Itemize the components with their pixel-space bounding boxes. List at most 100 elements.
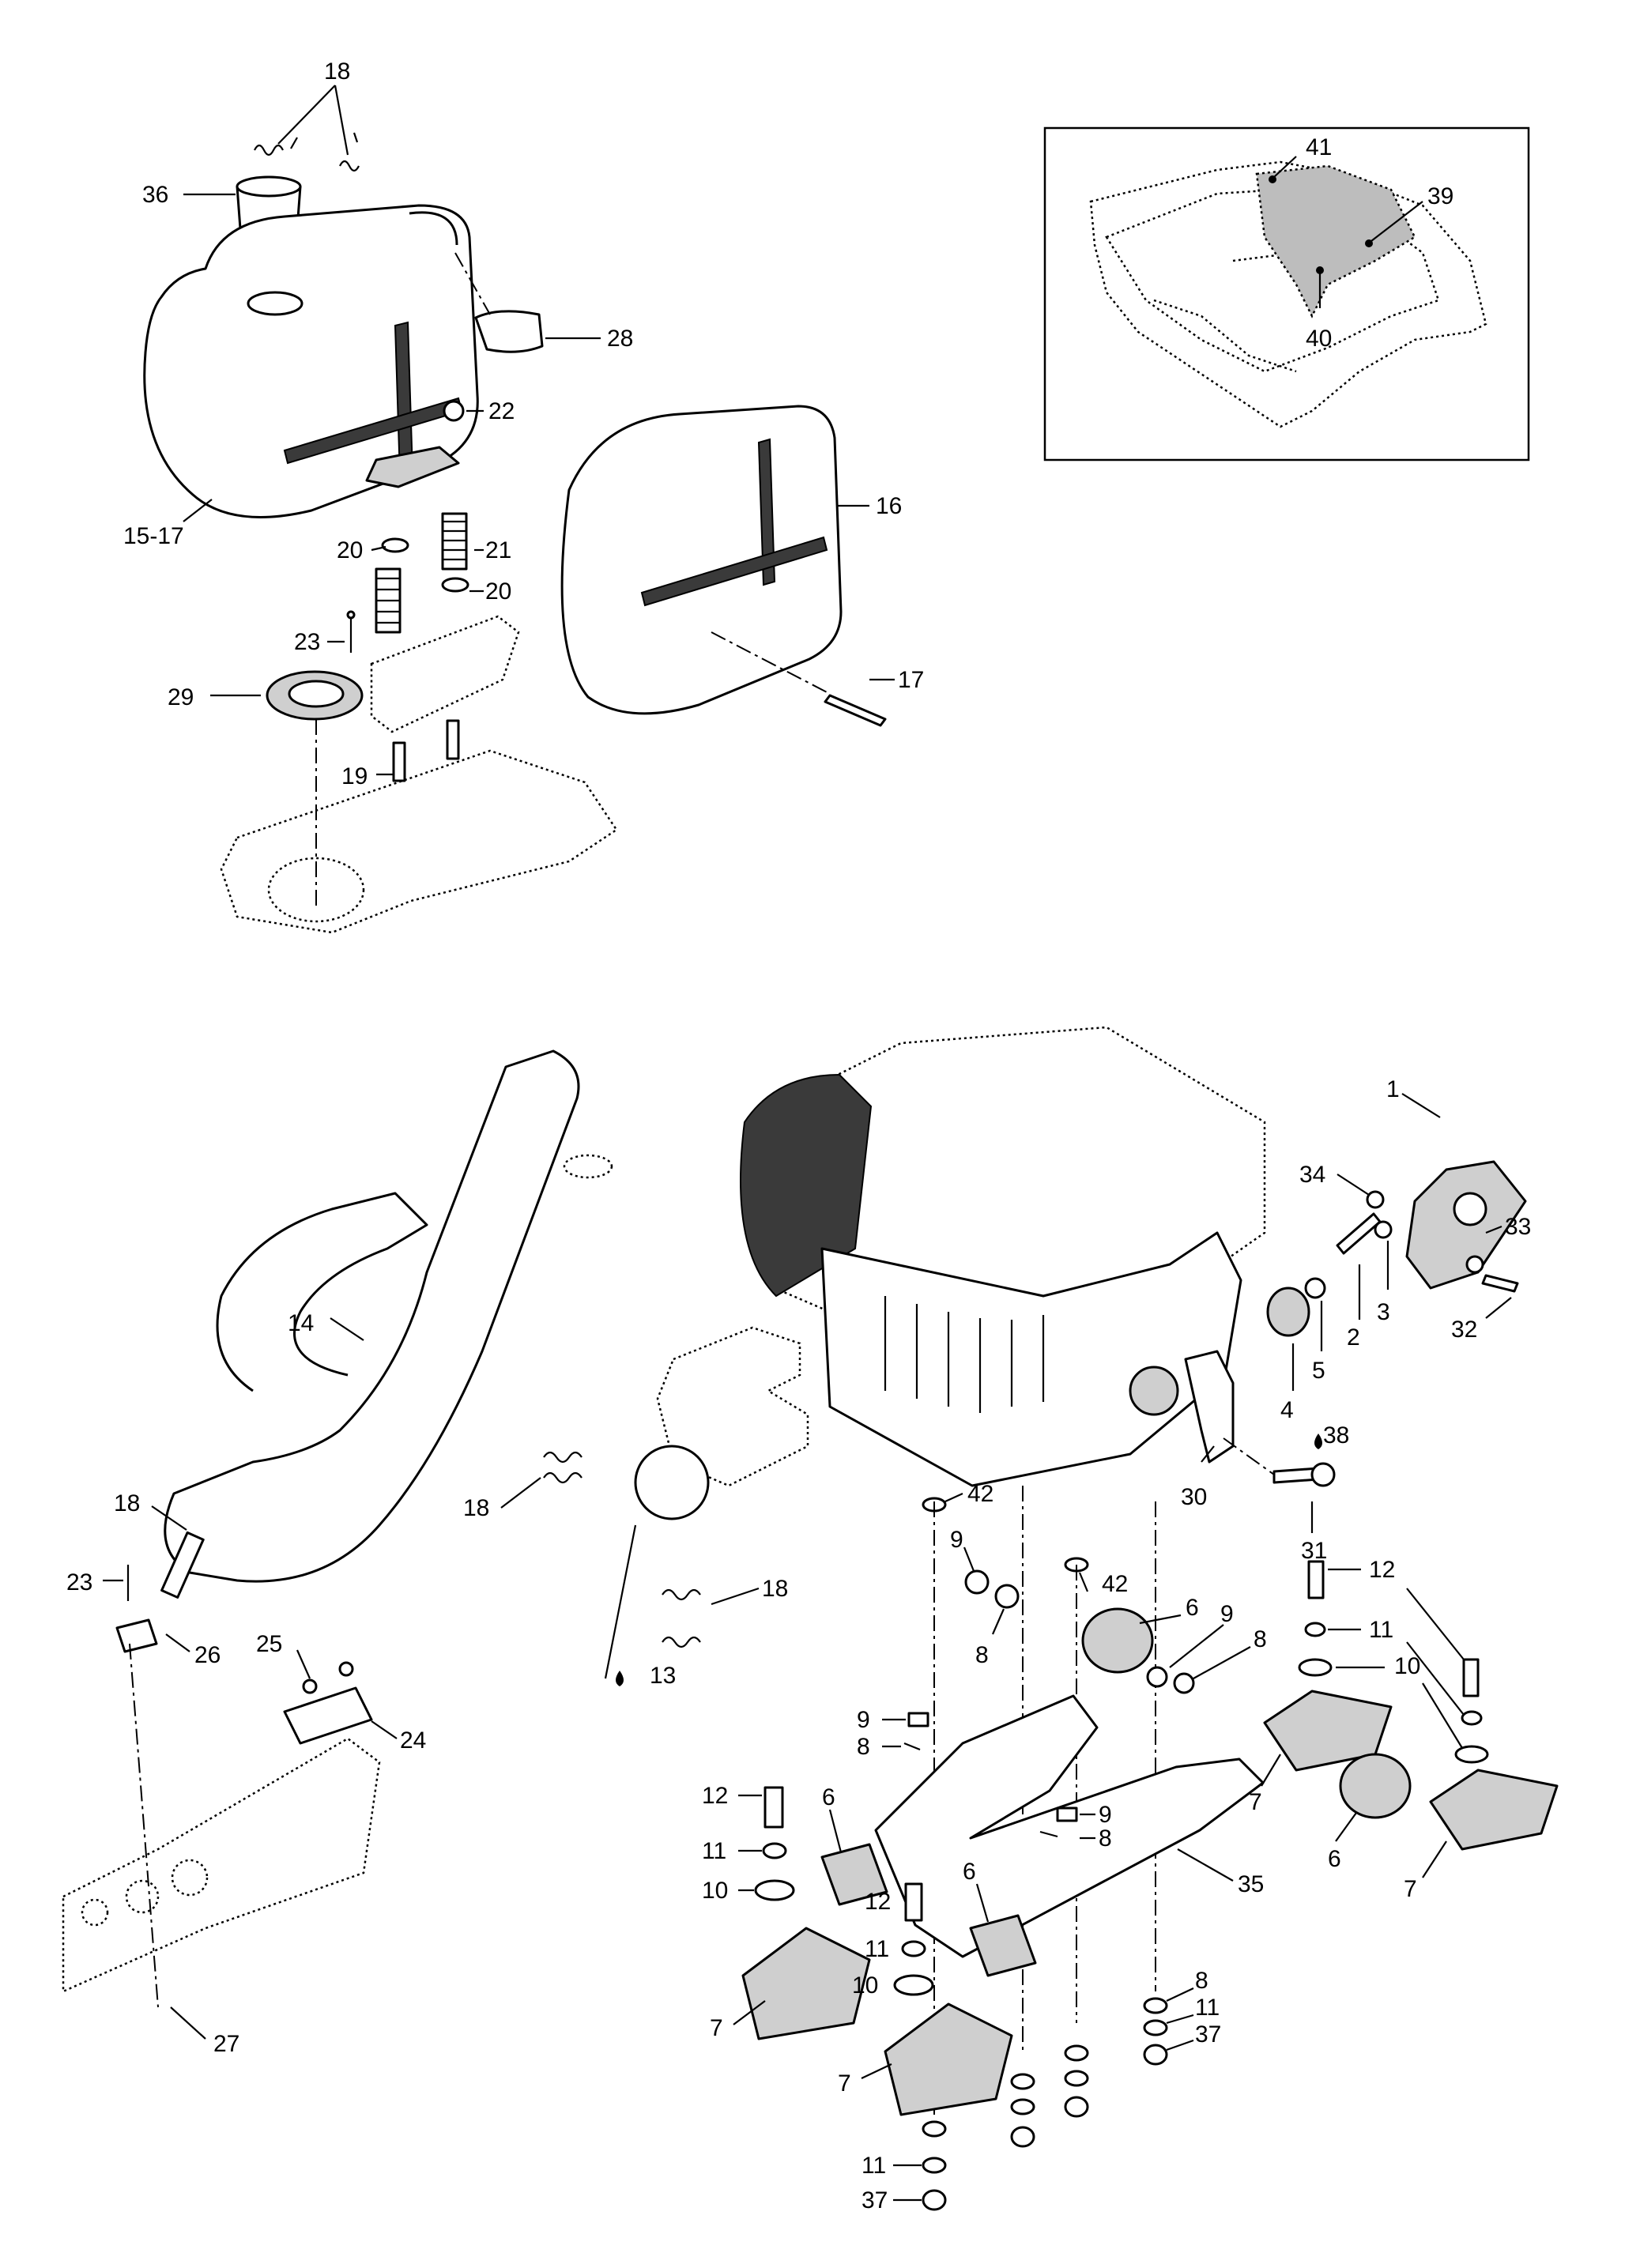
callout-17: 17 [898, 667, 924, 693]
rubber-mount-6d [969, 1914, 1037, 1977]
axis-28 [454, 252, 491, 315]
axis-31 [1223, 1437, 1275, 1475]
callout-10a: 10 [1394, 1653, 1420, 1679]
callout-12a: 12 [1369, 1557, 1395, 1583]
muffler-bracket [370, 615, 520, 733]
callout-24: 24 [400, 1727, 426, 1754]
muffler-clip-28 [474, 310, 544, 353]
leader-18-top [277, 85, 336, 145]
bolt-19 [392, 741, 406, 782]
washer-10c [754, 1879, 795, 1901]
callout-29: 29 [168, 684, 194, 710]
inset-point-40 [1316, 266, 1324, 274]
washer-5 [1304, 1277, 1326, 1299]
washer-11c [762, 1842, 787, 1859]
leader-34 [1337, 1174, 1370, 1196]
callout-27: 27 [213, 2031, 239, 2057]
nut-9d [1056, 1806, 1078, 1822]
nut-stack-center [1010, 2126, 1035, 2148]
callout-11a: 11 [1369, 1617, 1393, 1643]
exhaust-manifold [656, 1326, 809, 1487]
engine-fins [884, 1296, 1045, 1413]
muffler-inlet [247, 291, 304, 316]
callout-8b: 8 [1254, 1626, 1267, 1652]
washer-10a [1298, 1658, 1333, 1677]
callout-42a: 42 [967, 1481, 993, 1507]
leader-39 [1371, 201, 1423, 242]
nut-37-stack-a [1143, 2044, 1168, 2066]
washer-11-stack-a [1143, 2019, 1168, 2036]
leader-27 [170, 2006, 206, 2040]
hull-hole-b [125, 1879, 160, 1914]
leader-32 [1485, 1297, 1512, 1319]
engine-mount-assembly: 1 34 33 32 2 3 4 5 30 31 38 [702, 1026, 1559, 2213]
leader-18-top-b [334, 85, 349, 156]
washer-8e [1143, 1997, 1168, 2014]
bracket-24 [283, 1686, 373, 1745]
callout-7c: 7 [710, 2015, 723, 2041]
callout-7d: 7 [838, 2070, 851, 2097]
callout-33: 33 [1505, 1214, 1531, 1240]
callout-42b: 42 [1102, 1571, 1128, 1597]
callout-39: 39 [1427, 183, 1453, 209]
callout-8d: 8 [1099, 1825, 1112, 1852]
callout-22: 22 [488, 398, 515, 424]
callout-8c: 8 [857, 1734, 870, 1760]
callout-35: 35 [1238, 1871, 1264, 1897]
callout-7a: 7 [1249, 1789, 1262, 1815]
callout-5: 5 [1312, 1358, 1325, 1384]
callout-37a: 37 [1195, 2021, 1221, 2048]
bracket-30 [1184, 1350, 1235, 1464]
washer-10d [893, 1974, 934, 1996]
callout-14: 14 [288, 1310, 314, 1336]
leader-9a [963, 1547, 975, 1572]
leader-42a [944, 1492, 963, 1503]
leader-37a [1166, 2039, 1194, 2051]
floor-hole [267, 857, 365, 923]
stud-2 [1336, 1212, 1382, 1255]
exhaust-pipe-14 [164, 1049, 580, 1583]
callout-15-17: 15-17 [123, 523, 184, 549]
cover-rib-horizontal [640, 536, 828, 607]
bracket-7c [741, 1927, 871, 2040]
screw-25b [338, 1661, 354, 1677]
spring-18-left [160, 1531, 205, 1599]
nut-9c [907, 1712, 929, 1727]
bolt-12a [1307, 1560, 1325, 1599]
leader-18-left [151, 1505, 187, 1531]
callout-6b: 6 [1328, 1846, 1341, 1872]
callout-6c: 6 [822, 1784, 835, 1810]
leader-6d [975, 1883, 990, 1923]
washer-11b [1461, 1710, 1483, 1726]
bracket-7a [1263, 1690, 1393, 1772]
callout-18-left: 18 [114, 1490, 140, 1516]
callout-23-top: 23 [294, 629, 320, 655]
callout-18-mid: 18 [463, 1495, 489, 1521]
callout-9a: 9 [950, 1527, 963, 1553]
callout-32: 32 [1451, 1317, 1477, 1343]
washer-8b [1173, 1672, 1195, 1694]
leader-8a [991, 1608, 1005, 1635]
washer-11d [901, 1940, 926, 1957]
callout-2: 2 [1347, 1324, 1360, 1351]
callout-8e: 8 [1195, 1968, 1208, 1994]
callout-13: 13 [650, 1663, 676, 1689]
callout-7b: 7 [1404, 1876, 1417, 1902]
screw-25a [302, 1678, 318, 1694]
inset-point-39 [1365, 239, 1373, 247]
leader-13 [604, 1524, 637, 1679]
leader-24 [371, 1720, 398, 1739]
leader-20-left [371, 545, 386, 552]
rubber-boot-top [236, 175, 302, 198]
grommet-29-hole [288, 680, 345, 708]
engine-pulley [1129, 1366, 1179, 1416]
rubber-mount-6a [1081, 1607, 1154, 1674]
washer-stack-left-b [922, 2157, 947, 2174]
exhaust-pipe-assembly: 14 18 18 13 18 23 26 [62, 1049, 809, 2057]
callout-12c: 12 [702, 1783, 728, 1809]
callout-18-right: 18 [762, 1576, 788, 1602]
washer-8c [903, 1742, 921, 1751]
callout-34: 34 [1299, 1162, 1325, 1188]
washer-stack-center [1010, 2073, 1035, 2090]
pipe-port [563, 1154, 613, 1179]
